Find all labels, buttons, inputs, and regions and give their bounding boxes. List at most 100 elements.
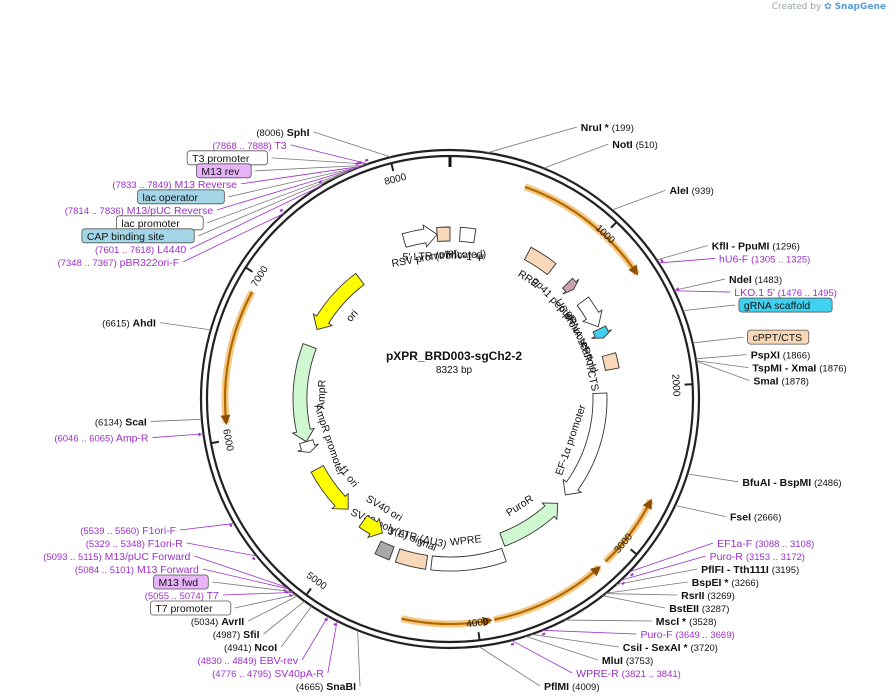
site-pos-l4440: (7601 .. 7618) <box>95 245 154 256</box>
site-pos-t3: (7868 .. 7888) <box>212 141 271 152</box>
site-name-pflmi: PflMI <box>544 681 569 693</box>
site-pos-csii-sexai: (3720) <box>691 643 718 654</box>
site-name-tspmi-xmai: TspMI - XmaI <box>752 363 816 375</box>
leader-hu6-f <box>658 258 716 264</box>
site-text-ahdi: (6615) AhdI <box>102 318 156 330</box>
primer-mark-f1ori-r <box>251 556 256 561</box>
tick-label-6000: 6000 <box>220 428 235 452</box>
site-text-ncoi: (4941) NcoI <box>224 642 277 654</box>
site-label-bfuai-bspmi: BfuAI - BspMI (2486) <box>742 477 841 489</box>
site-name-amp-r: Amp-R <box>116 433 149 445</box>
site-label-cap-binding-site: CAP binding site <box>81 228 195 244</box>
site-pos-t7: (5055 .. 5074) <box>145 591 204 602</box>
site-text-m13-reverse: (7833 .. 7849) M13 Reverse <box>112 179 237 191</box>
snapgene-logo-icon: ✿ <box>824 2 832 12</box>
feature-sv40-poly-a-signal <box>374 540 395 561</box>
site-label-pbr322ori-f: (7348 .. 7367) pBR322ori-F <box>58 257 180 269</box>
site-name-lko-1-5: LKO.1 5' <box>734 287 775 299</box>
leader-grna-scaffold <box>682 304 735 311</box>
site-name-t3-promoter: T3 promoter <box>192 153 250 165</box>
tick-7000 <box>245 266 253 273</box>
site-label-kfli-ppumi: KflI - PpuMI (1296) <box>712 240 800 252</box>
feature-ampr <box>291 343 317 443</box>
site-label-csii-sexai: CsiI - SexAI * (3720) <box>623 642 718 654</box>
site-text-ndei: NdeI (1483) <box>729 274 782 286</box>
feature-rsv-promoter <box>401 224 438 248</box>
site-name-f1ori-f: F1ori-F <box>142 525 176 537</box>
site-label-ebv-rev: (4830 .. 4849) EBV-rev <box>197 655 298 667</box>
site-name-rsrii: RsrII <box>681 590 704 602</box>
orf-arc-0 <box>524 185 638 275</box>
site-label-grna-scaffold: gRNA scaffold <box>738 297 833 313</box>
site-label-t3: (7868 .. 7888) T3 <box>212 140 286 152</box>
leader-msci <box>564 619 652 622</box>
leader-amp-r <box>152 433 204 438</box>
site-name-puro-r: Puro-R <box>710 551 744 563</box>
leader-alei <box>611 189 666 211</box>
primer-mark-ebv-rev <box>324 618 328 622</box>
site-name-ef1a-f: EF1a-F <box>717 538 752 550</box>
site-pos-lko-1-5: (1476 .. 1495) <box>778 288 837 299</box>
credit-brand: SnapGene <box>834 2 886 12</box>
site-pos-pspxi: (1866) <box>783 351 810 362</box>
site-pos-msci: (3528) <box>689 617 716 628</box>
site-label-pspxi: PspXI (1866) <box>751 350 811 362</box>
site-name-sv40pa-r: SV40pA-R <box>274 668 324 680</box>
site-name-pbr322ori-f: pBR322ori-F <box>120 257 180 269</box>
site-name-noti: NotI <box>612 139 632 151</box>
primer-mark-m13-puc-reverse <box>355 162 359 166</box>
site-pos-pbr322ori-f: (7348 .. 7367) <box>58 258 117 269</box>
leader-avrii <box>248 595 298 622</box>
tick-5000 <box>305 587 312 596</box>
site-label-lac-promoter: lac promoter <box>115 215 204 231</box>
leader-t3 <box>290 144 369 165</box>
orf-arrow-1 <box>642 498 652 510</box>
site-pos-puro-r: (3153 .. 3172) <box>746 552 805 563</box>
site-text-fsei: FseI (2666) <box>730 512 781 524</box>
site-label-bsteii: BstEII (3287) <box>669 603 729 615</box>
site-name-fsei: FseI <box>730 512 751 524</box>
leader-puro-f <box>542 629 637 635</box>
site-label-ef1a-f: EF1a-F (3088 .. 3108) <box>717 538 814 550</box>
site-pos-m13-puc-forward: (5093 .. 5115) <box>43 552 101 563</box>
site-text-amp-r: (6046 .. 6065) Amp-R <box>54 433 149 445</box>
leader-nrui <box>487 126 577 154</box>
site-pos-alei: (939) <box>692 186 714 197</box>
feature-u6-promoter <box>576 296 603 328</box>
leader-tspmi-xmai <box>695 360 749 369</box>
site-text-bfuai-bspmi: BfuAI - BspMI (2486) <box>742 477 841 489</box>
site-pos-sphi: (8006) <box>256 128 283 139</box>
snapgene-credit: Created by ✿ SnapGene <box>772 2 886 12</box>
leader-m13-reverse <box>240 165 362 185</box>
leader-m13-puc-forward <box>194 555 288 588</box>
site-text-sv40pa-r: (4776 .. 4795) SV40pA-R <box>212 668 324 680</box>
tick-6000 <box>210 440 220 445</box>
primer-mark-ef1a-f <box>630 572 634 577</box>
leader-sv40pa-r <box>327 620 338 674</box>
site-pos-noti: (510) <box>636 140 658 151</box>
site-label-t3-promoter: T3 promoter <box>186 150 268 166</box>
feature-label-wpre: WPRE <box>449 533 482 548</box>
leader-smai <box>695 360 750 381</box>
site-pos-pflfi-tth111i: (3195) <box>772 565 799 576</box>
site-box-m13-fwd <box>153 574 209 590</box>
feature-rre <box>523 246 557 276</box>
site-label-pflfi-tth111i: PflFI - Tth111I (3195) <box>701 564 799 576</box>
site-name-l4440: L4440 <box>157 244 186 256</box>
site-label-m13-puc-reverse: (7814 .. 7836) M13/pUC Reverse <box>65 205 214 217</box>
site-pos-bspei: (3266) <box>731 578 758 589</box>
leader-sfii <box>263 600 305 635</box>
leader-wpre-r <box>511 639 573 674</box>
site-name-t7-promoter: T7 promoter <box>155 603 213 615</box>
feature-ef-1-promoter <box>562 392 608 496</box>
site-text-lko-1-5: LKO.1 5' (1476 .. 1495) <box>734 287 837 299</box>
primer-mark-wpre-r <box>510 642 515 646</box>
feature-5-ltr-truncated <box>436 226 451 242</box>
site-name-pflfi-tth111i: PflFI - Tth111I <box>701 564 769 576</box>
site-label-msci: MscI * (3528) <box>656 616 717 628</box>
site-name-cap-binding-site: CAP binding site <box>87 231 165 243</box>
leader-bfuai-bspmi <box>687 473 739 483</box>
site-text-f1ori-r: (5329 .. 5348) F1ori-R <box>86 538 183 550</box>
site-pos-puro-f: (3649 .. 3669) <box>675 630 734 641</box>
feature-cppt-cts <box>601 352 620 371</box>
